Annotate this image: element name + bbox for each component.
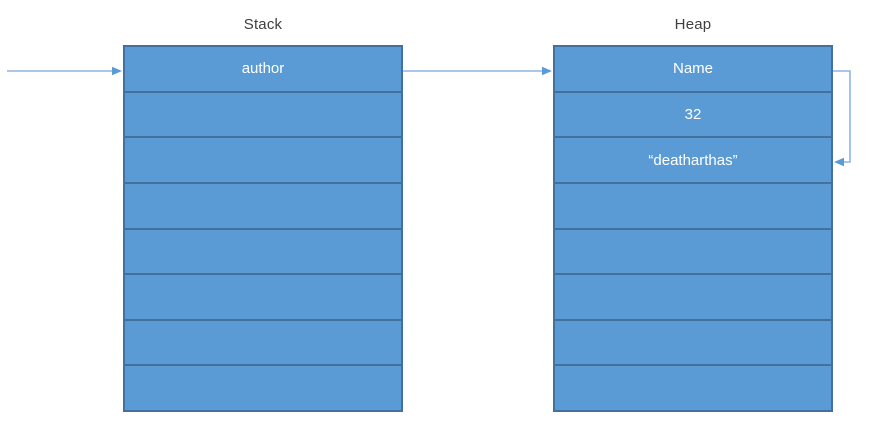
heap-row-4: [555, 183, 831, 230]
stack-row-7: [125, 320, 401, 367]
heap-row-2-label: 32: [684, 105, 702, 123]
stack-row-3: [125, 138, 401, 184]
heap-self-reference-arrow: [833, 70, 851, 167]
stack-title: Stack: [243, 16, 283, 33]
stack-row-6: [125, 275, 401, 321]
heap-row-1-label: Name: [672, 60, 713, 78]
arrowhead-left-icon: [834, 157, 844, 167]
stack-table: author: [123, 45, 403, 412]
heap-title: Heap: [674, 16, 712, 33]
heap-row-5: [555, 229, 831, 276]
entry-to-stack-arrow: [7, 66, 122, 76]
heap-row-1: Name: [555, 47, 831, 93]
heap-row-7: [555, 320, 831, 367]
stack-row-4: [125, 183, 401, 230]
stack-row-5: [125, 229, 401, 276]
stack-to-heap-arrow: [403, 66, 552, 76]
heap-row-3: “deatharthas”: [555, 138, 831, 184]
heap-table: Name 32 “deatharthas”: [553, 45, 833, 412]
stack-row-1-label: author: [241, 60, 285, 78]
stack-row-1: author: [125, 47, 401, 93]
arrowhead-right-icon: [542, 66, 552, 76]
stack-row-8: [125, 366, 401, 410]
heap-row-6: [555, 275, 831, 321]
heap-row-8: [555, 366, 831, 410]
heap-row-2: 32: [555, 92, 831, 139]
arrowhead-right-icon: [112, 66, 122, 76]
heap-row-3-label: “deatharthas”: [648, 151, 738, 169]
stack-row-2: [125, 92, 401, 139]
